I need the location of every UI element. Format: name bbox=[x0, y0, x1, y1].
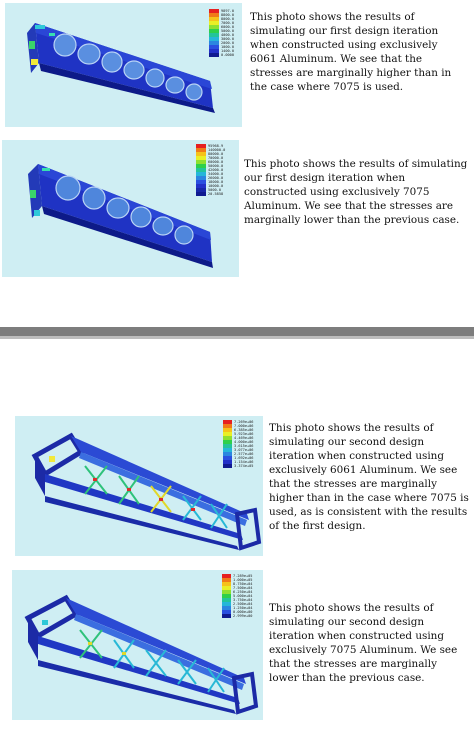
legend-1: 9897.08800.08000.07000.06000.05000.04000… bbox=[209, 9, 234, 57]
legend-label: 2.500e+04 bbox=[233, 602, 252, 606]
legend-label: 2000.0 bbox=[221, 41, 234, 45]
legend-label: 1.000e+05 bbox=[233, 578, 252, 582]
legend-2: 95968.9140000.080000.070000.060000.05000… bbox=[196, 144, 225, 196]
legend-label: 1400.0 bbox=[221, 49, 234, 53]
legend-label: 140000.0 bbox=[208, 148, 225, 152]
legend-label: 3000.0 bbox=[221, 37, 234, 41]
legend-3: 7.269e+067.000e+066.385e+065.923e+064.46… bbox=[223, 420, 253, 468]
legend-label: 7.269e+06 bbox=[234, 420, 253, 424]
legend-label: 18000.0 bbox=[208, 180, 223, 184]
legend-4: 7.289e+051.000e+058.750e+047.500e+046.25… bbox=[222, 574, 252, 618]
legend-label: 7000.0 bbox=[221, 21, 234, 25]
page-divider bbox=[0, 327, 474, 336]
legend-label: 5.923e+06 bbox=[234, 432, 253, 436]
legend-label: 6.250e+04 bbox=[233, 590, 252, 594]
legend-label: 95968.9 bbox=[208, 144, 223, 148]
legend-label: 1.154e+06 bbox=[234, 460, 253, 464]
legend-label: 7.289e+05 bbox=[233, 574, 252, 578]
legend-label: 50000.0 bbox=[208, 164, 223, 168]
caption-2: This photo shows the results of simulati… bbox=[244, 158, 468, 226]
legend-label: 6.385e+06 bbox=[234, 428, 253, 432]
legend-label: 1000.0 bbox=[221, 45, 234, 49]
page-divider-shadow bbox=[0, 336, 474, 339]
legend-label: 3.077e+06 bbox=[234, 448, 253, 452]
legend-label: 4.469e+06 bbox=[234, 436, 253, 440]
legend-label: 0.0000 bbox=[221, 53, 234, 57]
legend-label: 60000.0 bbox=[208, 160, 223, 164]
caption-3: This photo shows the results of simulati… bbox=[269, 422, 469, 532]
legend-label: 34000.0 bbox=[208, 172, 223, 176]
legend-label: 9897.0 bbox=[221, 9, 234, 13]
truss-render-2: 95968.9140000.080000.070000.060000.05000… bbox=[28, 144, 225, 268]
legend-label: 1.250e+04 bbox=[233, 606, 252, 610]
legend-label: 6000.0 bbox=[221, 25, 234, 29]
legend-label: 2.577e+06 bbox=[234, 452, 253, 456]
legend-label: 42000.0 bbox=[208, 168, 223, 172]
legend-label: 5.000e+04 bbox=[233, 594, 252, 598]
truss-render-3: 7.269e+067.000e+066.385e+065.923e+064.46… bbox=[31, 420, 262, 551]
legend-label: 5000.0 bbox=[208, 188, 221, 192]
legend-label: 5000.0 bbox=[221, 29, 234, 33]
legend-label: 26000.0 bbox=[208, 176, 223, 180]
truss-render-1: 9897.08800.08000.07000.06000.05000.04000… bbox=[27, 9, 234, 113]
legend-label: 8.750e+04 bbox=[233, 582, 252, 586]
legend-label: 3.750e+04 bbox=[233, 598, 252, 602]
legend-label: 8800.0 bbox=[221, 13, 234, 17]
legend-label: 4000.0 bbox=[221, 33, 234, 37]
legend-label: 4.000e+06 bbox=[234, 440, 253, 444]
legend-label: 2.999e+00 bbox=[233, 614, 252, 618]
legend-label: 0.000e+00 bbox=[233, 610, 252, 614]
legend-label: 20.5858 bbox=[208, 192, 223, 196]
legend-label: 80000.0 bbox=[208, 152, 223, 156]
caption-1: This photo shows the results of simulati… bbox=[250, 11, 452, 93]
legend-label: 3.615e+06 bbox=[234, 444, 253, 448]
legend-label: 7.500e+04 bbox=[233, 586, 252, 590]
truss-render-4: 7.289e+051.000e+058.750e+047.500e+046.25… bbox=[24, 574, 259, 715]
legend-label: 70000.0 bbox=[208, 156, 223, 160]
legend-label: 8000.0 bbox=[221, 17, 234, 21]
legend-label: 7.000e+06 bbox=[234, 424, 253, 428]
caption-4: This photo shows the results of simulati… bbox=[269, 602, 458, 684]
legend-label: 10000.0 bbox=[208, 184, 223, 188]
legend-label: 1.692e+06 bbox=[234, 456, 253, 460]
legend-label: 3.374e+05 bbox=[234, 464, 253, 468]
